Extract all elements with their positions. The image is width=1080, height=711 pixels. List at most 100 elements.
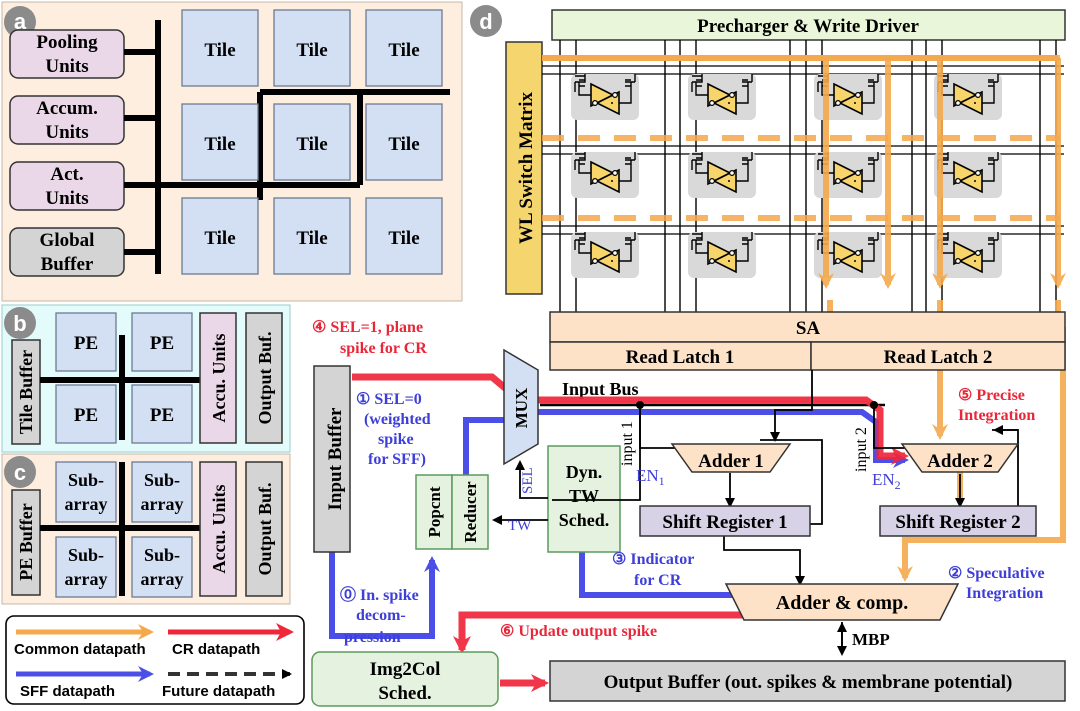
- panel-a-label: a: [14, 9, 27, 34]
- mux: [503, 348, 539, 466]
- bitcell-2-1: [570, 151, 640, 199]
- legend: Common datapath CR datapath SFF datapath…: [5, 615, 305, 705]
- panel-c-output-buf-label: Output Buf.: [255, 482, 275, 575]
- input-buffer-label: Input Buffer: [325, 407, 346, 510]
- tile-buffer-label: Tile Buffer: [16, 350, 36, 434]
- sel-label: SEL: [520, 467, 536, 494]
- bitcell-3-2: [687, 231, 757, 279]
- panel-b: b Tile Buffer PE PE PE PE Accu. Units Outpu…: [1, 304, 291, 453]
- subarray-label-bottom: array: [65, 569, 108, 589]
- read-latch-2: [810, 341, 1066, 371]
- en-1-label: EN1: [636, 466, 665, 488]
- input-1-label: input 1: [619, 421, 636, 466]
- panel-b-output-buf: [245, 312, 283, 444]
- global-buffer-line2: Buffer: [41, 254, 94, 275]
- annotations: ④ SEL=1, plane spike for CR ① SEL=0 (wei…: [312, 319, 1045, 646]
- read-latch-1: [549, 341, 812, 371]
- annotation-0-line3: pression: [344, 629, 401, 646]
- shift-register-1-label: Shift Register 1: [662, 512, 787, 533]
- global-buffer-line1: Global: [40, 230, 95, 251]
- annotation-2-line1: ② Speculative: [948, 565, 1045, 582]
- popcnt: [415, 474, 453, 550]
- en-2-label: EN2: [872, 470, 901, 492]
- annotation-1-line1: ① SEL=0: [356, 391, 422, 408]
- adder-1: [670, 443, 792, 473]
- sense-amplifier: [549, 311, 1066, 343]
- subarray-label-bottom: array: [65, 494, 108, 514]
- panel-b-output-buf-label: Output Buf.: [255, 331, 275, 424]
- panel-d-badge: [470, 5, 502, 37]
- pe-grid: PE PE PE PE: [55, 312, 193, 444]
- tile-label: Tile: [296, 40, 327, 61]
- panel-b-label: b: [13, 311, 26, 336]
- panel-b-bus: [40, 335, 200, 440]
- annotation-3-line2: for CR: [634, 572, 682, 589]
- img2col-line1: Img2Col: [370, 659, 441, 680]
- panel-b-accu-units-label: Accu. Units: [209, 334, 229, 423]
- subarray-2: Sub-array: [131, 461, 193, 523]
- act-units: Act. Units: [9, 161, 125, 211]
- bitcell-3-4: [933, 231, 1003, 279]
- bitcell-1-4: [933, 73, 1003, 121]
- tile-label: Tile: [296, 134, 327, 155]
- input-2-label: input 2: [853, 427, 870, 472]
- annotation-6: ⑥ Update output spike: [500, 623, 657, 640]
- img2col-scheduler: [311, 651, 499, 707]
- output-buffer: [549, 660, 1066, 702]
- wl-switch-matrix: [505, 41, 543, 295]
- legend-sff-label: SFF datapath: [20, 683, 115, 700]
- annotation-5-line1: ⑤ Precise: [958, 387, 1025, 404]
- panel-c-output-buf: [245, 461, 283, 597]
- panel-c-badge: [4, 456, 36, 488]
- tile-2-2: Tile: [273, 103, 351, 181]
- tile-1-2: Tile: [273, 9, 351, 87]
- control-wires: [492, 370, 1035, 656]
- tile-1-1: Tile: [181, 9, 259, 87]
- tile-3-1: Tile: [181, 197, 259, 275]
- panel-a: a Pooling Units Accum. Units Act. Units …: [1, 1, 463, 302]
- pe-3: PE: [55, 384, 117, 444]
- shift-register-2: [879, 505, 1037, 537]
- mux-label: MUX: [512, 387, 531, 428]
- precharger-label: Precharger & Write Driver: [697, 16, 919, 37]
- sa-label: SA: [796, 318, 821, 339]
- dyn-tw-line3: Sched.: [559, 510, 610, 530]
- global-buffer: Global Buffer: [9, 227, 125, 277]
- tile-label: Tile: [388, 40, 419, 61]
- popcnt-label: Popcnt: [425, 486, 444, 537]
- reducer: [451, 474, 489, 550]
- dyn-tw-line1: Dyn.: [566, 462, 603, 482]
- subarray-label-bottom: array: [141, 569, 184, 589]
- input-bus-label: Input Bus: [562, 379, 639, 399]
- panel-b-accu-units: [199, 312, 237, 444]
- tile-label: Tile: [388, 134, 419, 155]
- pe-label: PE: [74, 405, 98, 426]
- tile-buffer: [11, 339, 41, 445]
- subarray-4: Sub-array: [131, 536, 193, 598]
- input-buffer: [313, 365, 351, 553]
- panel-c: c PE Buffer Sub-arraySub-arraySub-arrayS…: [1, 453, 291, 605]
- bitcell-2-4: [933, 151, 1003, 199]
- pe-label: PE: [150, 333, 174, 354]
- subarray-label-bottom: array: [141, 494, 184, 514]
- tile-3-2: Tile: [273, 197, 351, 275]
- panel-a-bus: [124, 20, 450, 274]
- shift-register-1: [639, 505, 811, 537]
- subarray-label-top: Sub-: [144, 470, 180, 490]
- legend-future-label: Future datapath: [162, 683, 275, 700]
- bitcell-1-2: [687, 73, 757, 121]
- annotation-5-line2: Integration: [958, 407, 1035, 424]
- tile-label: Tile: [204, 40, 235, 61]
- tile-2-3: Tile: [365, 103, 443, 181]
- tile-1-3: Tile: [365, 9, 443, 87]
- bitcell-3-1: [570, 231, 640, 279]
- pe-label: PE: [74, 333, 98, 354]
- adder-1-label: Adder 1: [698, 451, 764, 472]
- pe-4: PE: [131, 384, 193, 444]
- adder-comp-label: Adder & comp.: [776, 592, 908, 614]
- subarray-label-top: Sub-: [68, 470, 104, 490]
- annotation-2-line2: Integration: [966, 585, 1043, 602]
- panel-c-label: c: [14, 460, 26, 485]
- panel-c-accu-units: [199, 461, 237, 597]
